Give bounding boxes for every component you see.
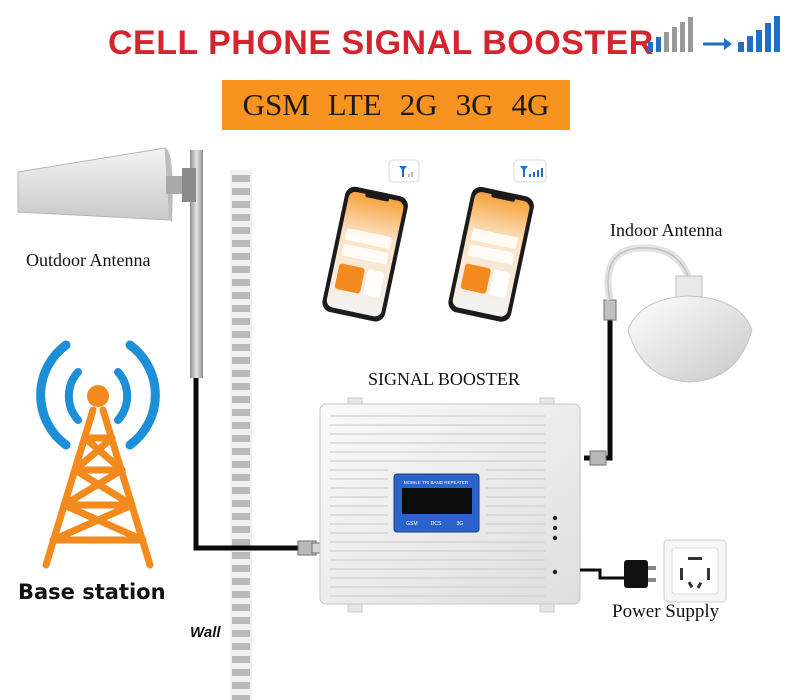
outdoor-antenna-icon	[17, 147, 196, 222]
weak-signal-icon	[388, 159, 420, 183]
band-gsm: GSM	[242, 87, 310, 122]
band-lte: LTE	[327, 87, 382, 122]
page-title: CELL PHONE SIGNAL BOOSTER	[108, 24, 654, 62]
band-4g: 4G	[511, 87, 550, 122]
band-2g: 2G	[399, 87, 438, 122]
phone-weak-signal	[322, 159, 420, 322]
band-bar: GSM LTE 2G 3G 4G	[222, 80, 570, 130]
booster-screen-band-3g: 3G	[457, 521, 464, 527]
indoor-cable	[584, 299, 617, 466]
booster-screen-band-gsm: GSM	[406, 521, 417, 527]
wall-label: Wall	[190, 624, 221, 641]
signal-booster-label: SIGNAL BOOSTER	[368, 369, 520, 389]
indoor-antenna-label: Indoor Antenna	[610, 220, 723, 240]
strong-signal-icon	[513, 159, 547, 183]
power-supply-label: Power Supply	[612, 601, 720, 622]
signal-booster-device: MOBILE TRI BAND REPEATER GSM DCS 3G	[319, 397, 581, 613]
outdoor-cable	[193, 378, 323, 556]
phone-strong-signal	[448, 159, 547, 322]
power-cable	[580, 560, 656, 588]
wall	[230, 170, 252, 700]
indoor-antenna-icon	[604, 244, 753, 383]
base-station-tower-icon	[36, 340, 160, 569]
booster-screen-band-dcs: DCS	[431, 521, 442, 527]
booster-screen-title: MOBILE TRI BAND REPEATER	[404, 480, 469, 485]
base-station-label: Base station	[18, 580, 166, 604]
outdoor-antenna-label: Outdoor Antenna	[26, 250, 151, 270]
band-3g: 3G	[455, 87, 494, 122]
power-socket-icon	[663, 539, 727, 603]
antenna-pole	[190, 150, 203, 378]
